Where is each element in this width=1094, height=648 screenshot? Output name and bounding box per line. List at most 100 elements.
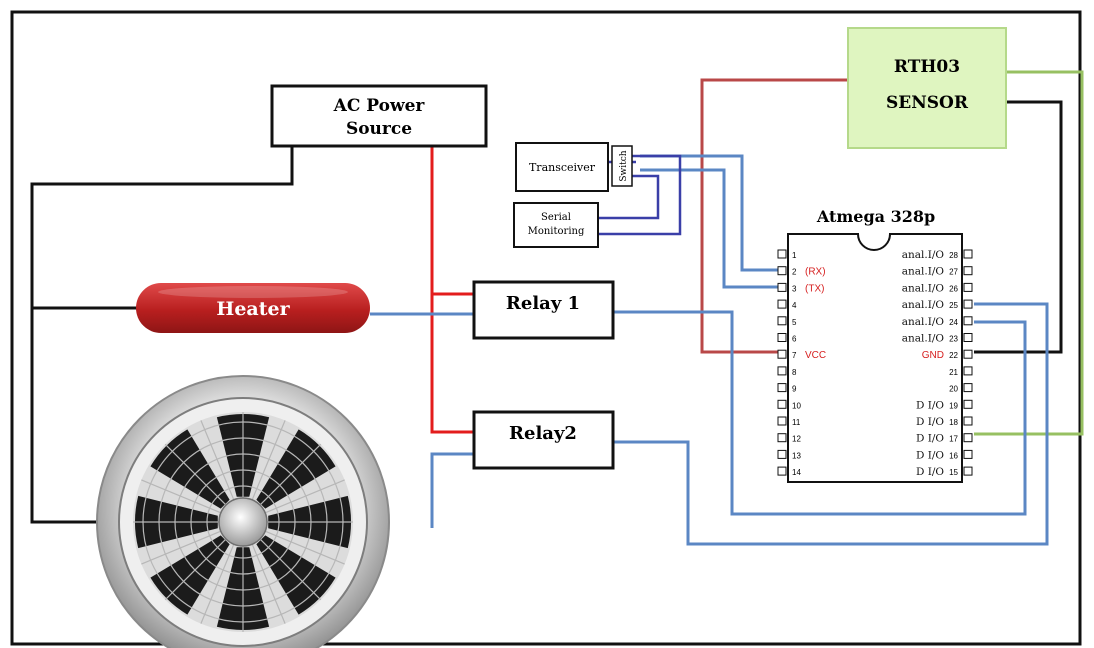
mcu-title: Atmega 328p: [816, 207, 935, 226]
pin-number: 19: [949, 401, 958, 410]
pin-square: [777, 416, 787, 426]
left-pin-3: 3 (TX): [777, 282, 824, 294]
serial-label-line1: Serial: [541, 212, 571, 223]
pin-number: 23: [949, 335, 958, 344]
heater-label: Heater: [216, 298, 290, 320]
pin-label: (TX): [805, 283, 824, 294]
pin-number: 6: [792, 335, 797, 344]
pin-number: 7: [792, 351, 797, 360]
fan-grill-spoke: [141, 530, 222, 565]
pin-number: 16: [949, 451, 958, 460]
pin-square: [777, 333, 787, 342]
red-wires: [430, 145, 474, 434]
pin-label: D I/O: [916, 399, 944, 411]
relay1-control-wire: [613, 310, 1027, 516]
pin-square: [777, 316, 787, 326]
pin-square: [777, 383, 787, 393]
pin-square: [777, 449, 787, 459]
pin-label: D I/O: [916, 466, 944, 478]
pin-number: 14: [792, 468, 801, 477]
pin-square: [963, 383, 973, 393]
tx-wire: [640, 168, 778, 289]
fan-grill-spoke: [264, 530, 345, 565]
black-wires: [30, 100, 1063, 524]
heater-highlight: [158, 286, 348, 298]
pin-number: 21: [949, 368, 958, 377]
pin-square: [777, 433, 787, 443]
fan-grill-spoke: [259, 443, 322, 506]
sensor-box: [847, 27, 1007, 149]
pin-square: [963, 266, 973, 276]
pin-square: [963, 466, 973, 476]
transceiver-label: Transceiver: [529, 161, 596, 174]
left-pin-8: 8: [777, 366, 797, 377]
fan-hub: [218, 497, 268, 547]
transceiver-module: Transceiver Switch: [515, 142, 633, 192]
pin-number: 8: [792, 368, 797, 377]
right-pin-19: 19 D I/O: [916, 399, 973, 411]
pin-number: 13: [792, 451, 801, 460]
pin-label: anal.I/O: [902, 299, 945, 311]
sensor-label-line1: RTH03: [894, 57, 960, 77]
sensor-label-line2: SENSOR: [886, 93, 969, 113]
pin-number: 27: [949, 268, 958, 277]
right-pin-21: 21: [949, 366, 973, 377]
transceiver-box: [515, 142, 609, 192]
fan-grill-spoke: [164, 538, 227, 601]
right-pin-20: 20: [949, 383, 973, 394]
fan-grill-spoke: [164, 443, 227, 506]
fan-grill-spoke: [259, 538, 322, 601]
pin-number: 24: [949, 318, 958, 327]
right-pin-column: 28anal.I/O27anal.I/O26anal.I/O25anal.I/O…: [902, 249, 973, 478]
serial-monitoring: Serial Monitoring: [513, 202, 599, 248]
pin-square: [777, 282, 787, 292]
sensor-data-wire: [974, 70, 1084, 436]
pin-number: 15: [949, 468, 958, 477]
ac-power-label-line1: AC Power: [333, 96, 426, 116]
pin-number: 9: [792, 385, 797, 394]
pin-number: 2: [792, 268, 797, 277]
right-pin-17: 17D I/O: [916, 433, 973, 445]
left-pin-5: 5: [777, 316, 797, 327]
serial-box: [513, 202, 599, 248]
switch-box: [611, 145, 633, 187]
pin-square: [963, 433, 973, 443]
fan-relay2-wire: [430, 452, 474, 528]
pin-square: [963, 349, 973, 359]
pin-number: 12: [792, 435, 801, 444]
pin-number: 3: [792, 284, 797, 293]
chip-body: [787, 233, 963, 483]
left-pin-4: 4: [777, 299, 797, 310]
pin-square: [777, 349, 787, 359]
left-pin-9: 9: [777, 383, 797, 394]
outer-frame: [10, 10, 1082, 646]
rx-wire: [640, 154, 778, 272]
relay2-box: [472, 410, 615, 470]
pin-number: 25: [949, 301, 958, 310]
pin-label: anal.I/O: [902, 333, 945, 345]
pin-number: 4: [792, 301, 797, 310]
pin-square: [963, 399, 973, 409]
pin-square: [963, 316, 973, 326]
right-pin-18: 18D I/O: [916, 416, 973, 428]
pin-square: [777, 366, 787, 376]
fan-grill-spoke: [200, 543, 235, 624]
left-pin-12: 12: [777, 433, 801, 444]
relay2-control-wire: [613, 302, 1049, 546]
ac-live-wire: [430, 145, 474, 434]
pin-square: [777, 266, 787, 276]
pin-number: 5: [792, 318, 797, 327]
right-pin-23: 23 anal.I/O: [902, 333, 973, 345]
pin-number: 28: [949, 251, 958, 260]
pin-number: 18: [949, 418, 958, 427]
pin-number: 1: [792, 251, 797, 260]
pin-square: [777, 466, 787, 476]
